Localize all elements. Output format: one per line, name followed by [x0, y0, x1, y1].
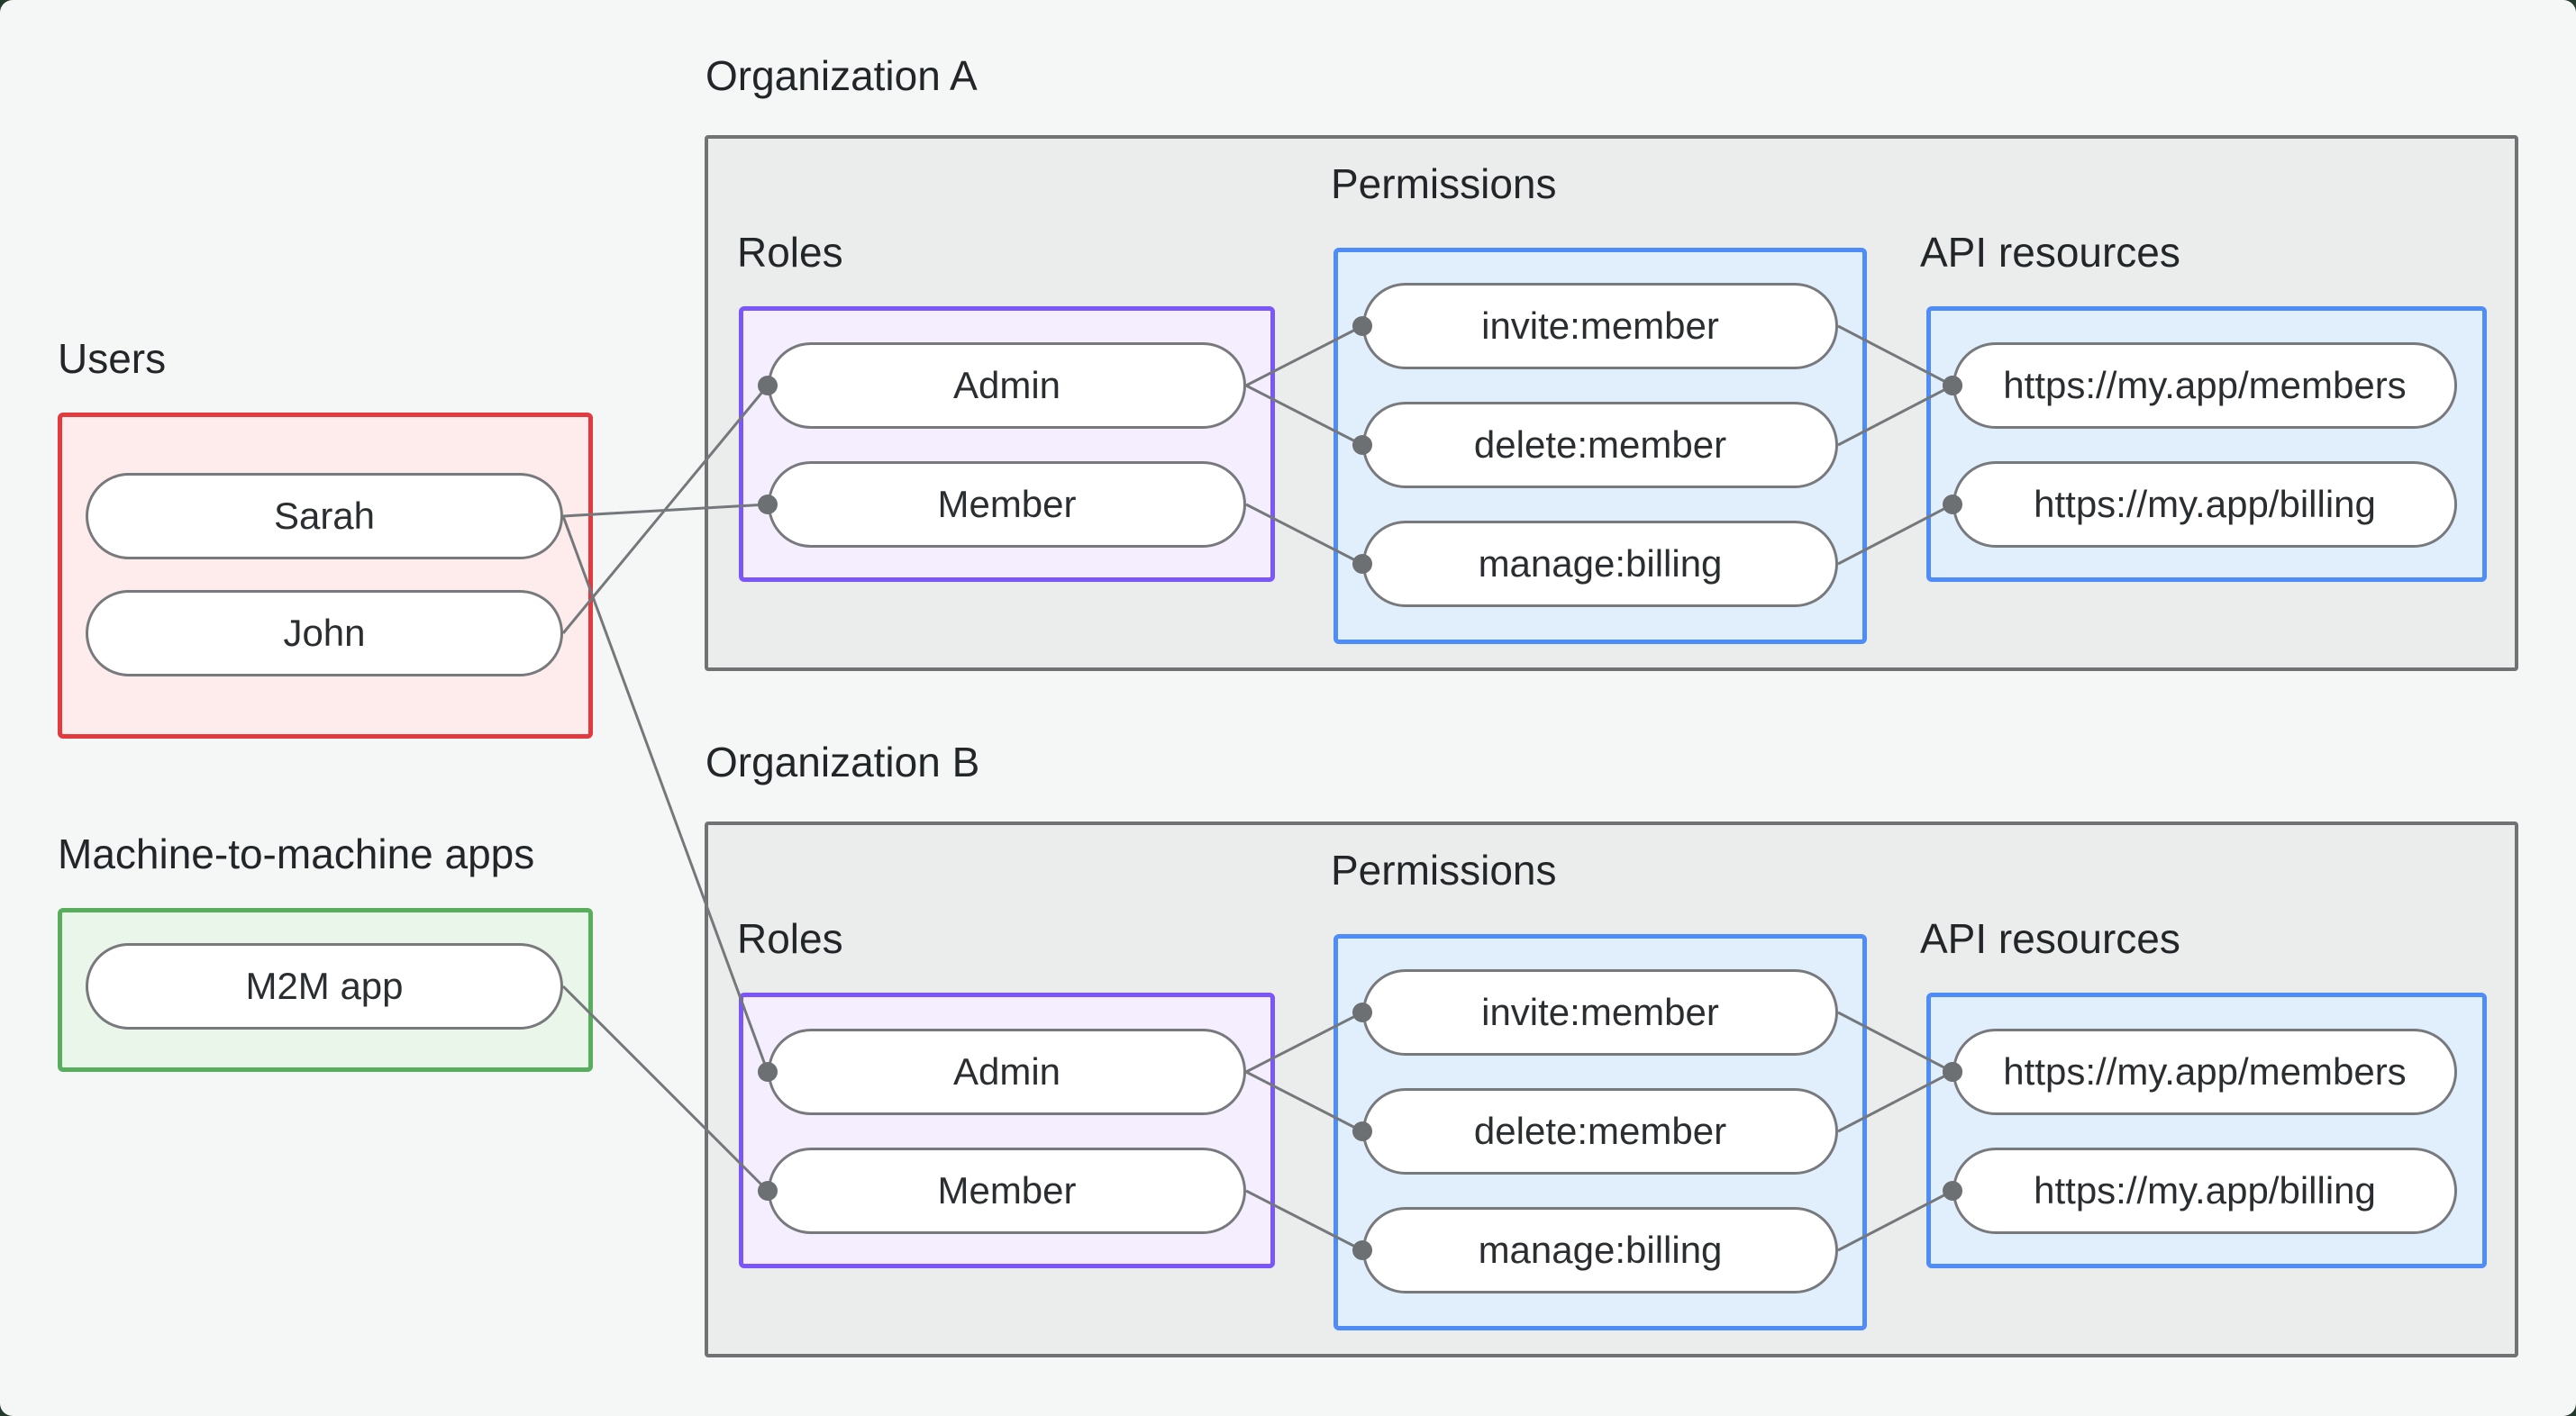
org-a-permission-delete: delete:member: [1362, 402, 1838, 488]
org-a-role-member: Member: [768, 461, 1246, 548]
org-a-roles-label: Roles: [737, 229, 843, 276]
org-a-role-admin-label: Admin: [952, 364, 1061, 406]
org-a-permission-manage: manage:billing: [1362, 521, 1838, 607]
org-a-permission-manage-label: manage:billing: [1478, 542, 1723, 585]
org-b-role-member: Member: [768, 1148, 1246, 1234]
org-a-api-members-label: https://my.app/members: [2003, 364, 2407, 406]
org-b-roles-label: Roles: [737, 915, 843, 962]
org-a-permissions-label: Permissions: [1331, 160, 1557, 207]
org-b-permission-invite: invite:member: [1362, 969, 1838, 1056]
org-b-api-billing-label: https://my.app/billing: [2034, 1169, 2376, 1212]
org-a-api-members: https://my.app/members: [1952, 342, 2457, 429]
users-group-label: Users: [58, 335, 167, 382]
org-b-permission-manage: manage:billing: [1362, 1207, 1838, 1293]
org-a-api-billing: https://my.app/billing: [1952, 461, 2457, 548]
org-b-role-admin: Admin: [768, 1029, 1246, 1115]
org-b-role-admin-label: Admin: [952, 1050, 1061, 1093]
org-a-permission-delete-label: delete:member: [1473, 423, 1727, 466]
m2m-group-label: Machine-to-machine apps: [58, 831, 535, 877]
org-b-permission-delete: delete:member: [1362, 1088, 1838, 1175]
org-a-api-label: API resources: [1920, 229, 2180, 276]
org-a-permission-invite-label: invite:member: [1481, 304, 1719, 347]
node-user-john-label: John: [283, 612, 366, 654]
org-b-api-members: https://my.app/members: [1952, 1029, 2457, 1115]
org-b-permission-manage-label: manage:billing: [1478, 1229, 1723, 1271]
org-b-permission-delete-label: delete:member: [1473, 1110, 1727, 1152]
node-m2m-app-label: M2M app: [245, 965, 404, 1007]
org-b-permissions-label: Permissions: [1331, 847, 1557, 894]
org-b-api-label: API resources: [1920, 915, 2180, 962]
users-group-box: [58, 413, 593, 739]
org-b-api-billing: https://my.app/billing: [1952, 1148, 2457, 1234]
org-a-label: Organization A: [705, 52, 978, 99]
org-a-role-member-label: Member: [937, 483, 1077, 525]
node-user-sarah: Sarah: [86, 473, 563, 559]
org-a-permission-invite: invite:member: [1362, 283, 1838, 369]
node-user-john: John: [86, 590, 563, 676]
node-m2m-app: M2M app: [86, 943, 563, 1030]
node-user-sarah-label: Sarah: [273, 495, 376, 537]
org-a-role-admin: Admin: [768, 342, 1246, 429]
org-b-api-members-label: https://my.app/members: [2003, 1050, 2407, 1093]
org-b-permission-invite-label: invite:member: [1481, 991, 1719, 1033]
org-b-label: Organization B: [705, 739, 980, 785]
org-a-api-billing-label: https://my.app/billing: [2034, 483, 2376, 525]
org-b-role-member-label: Member: [937, 1169, 1077, 1212]
